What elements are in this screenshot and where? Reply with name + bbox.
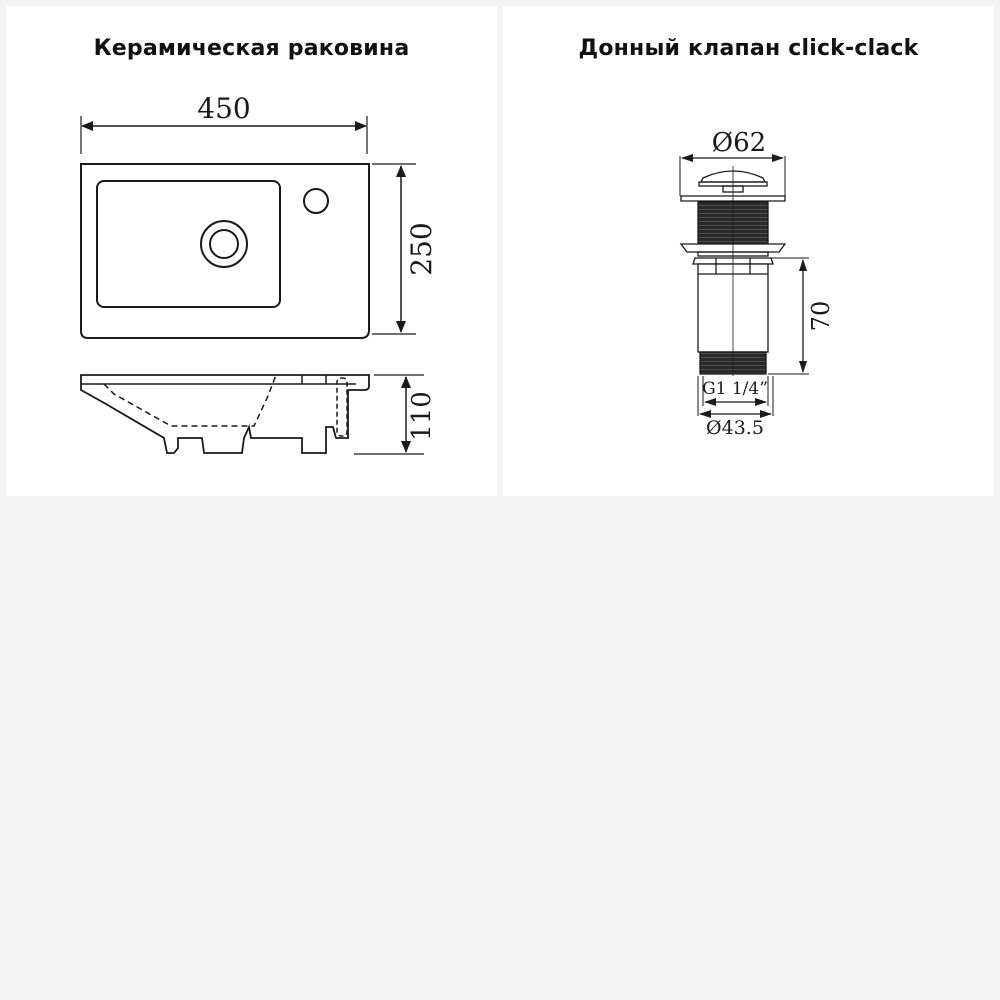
valve-title: Донный клапан click-clack [578, 36, 919, 61]
sink-depth-label: 250 [405, 222, 438, 275]
valve-thread-label: G1 1/4” [702, 379, 768, 399]
valve-outer-diameter-label: Ø43.5 [706, 417, 764, 439]
sink-height-label: 110 [407, 391, 437, 441]
valve-height-label: 70 [807, 301, 835, 332]
sink-width-label: 450 [197, 92, 250, 125]
sink-drawing: 450 250 110 [80, 92, 438, 455]
valve-flange-diameter-label: Ø62 [712, 128, 766, 158]
valve-panel: Донный клапан click-clack [503, 6, 994, 496]
sink-title: Керамическая раковина [93, 36, 410, 61]
sink-panel: Керамическая раковина [6, 6, 497, 496]
empty-area [0, 502, 1000, 1000]
valve-drawing: Ø62 70 G1 1/4” Ø43.5 [679, 128, 835, 439]
